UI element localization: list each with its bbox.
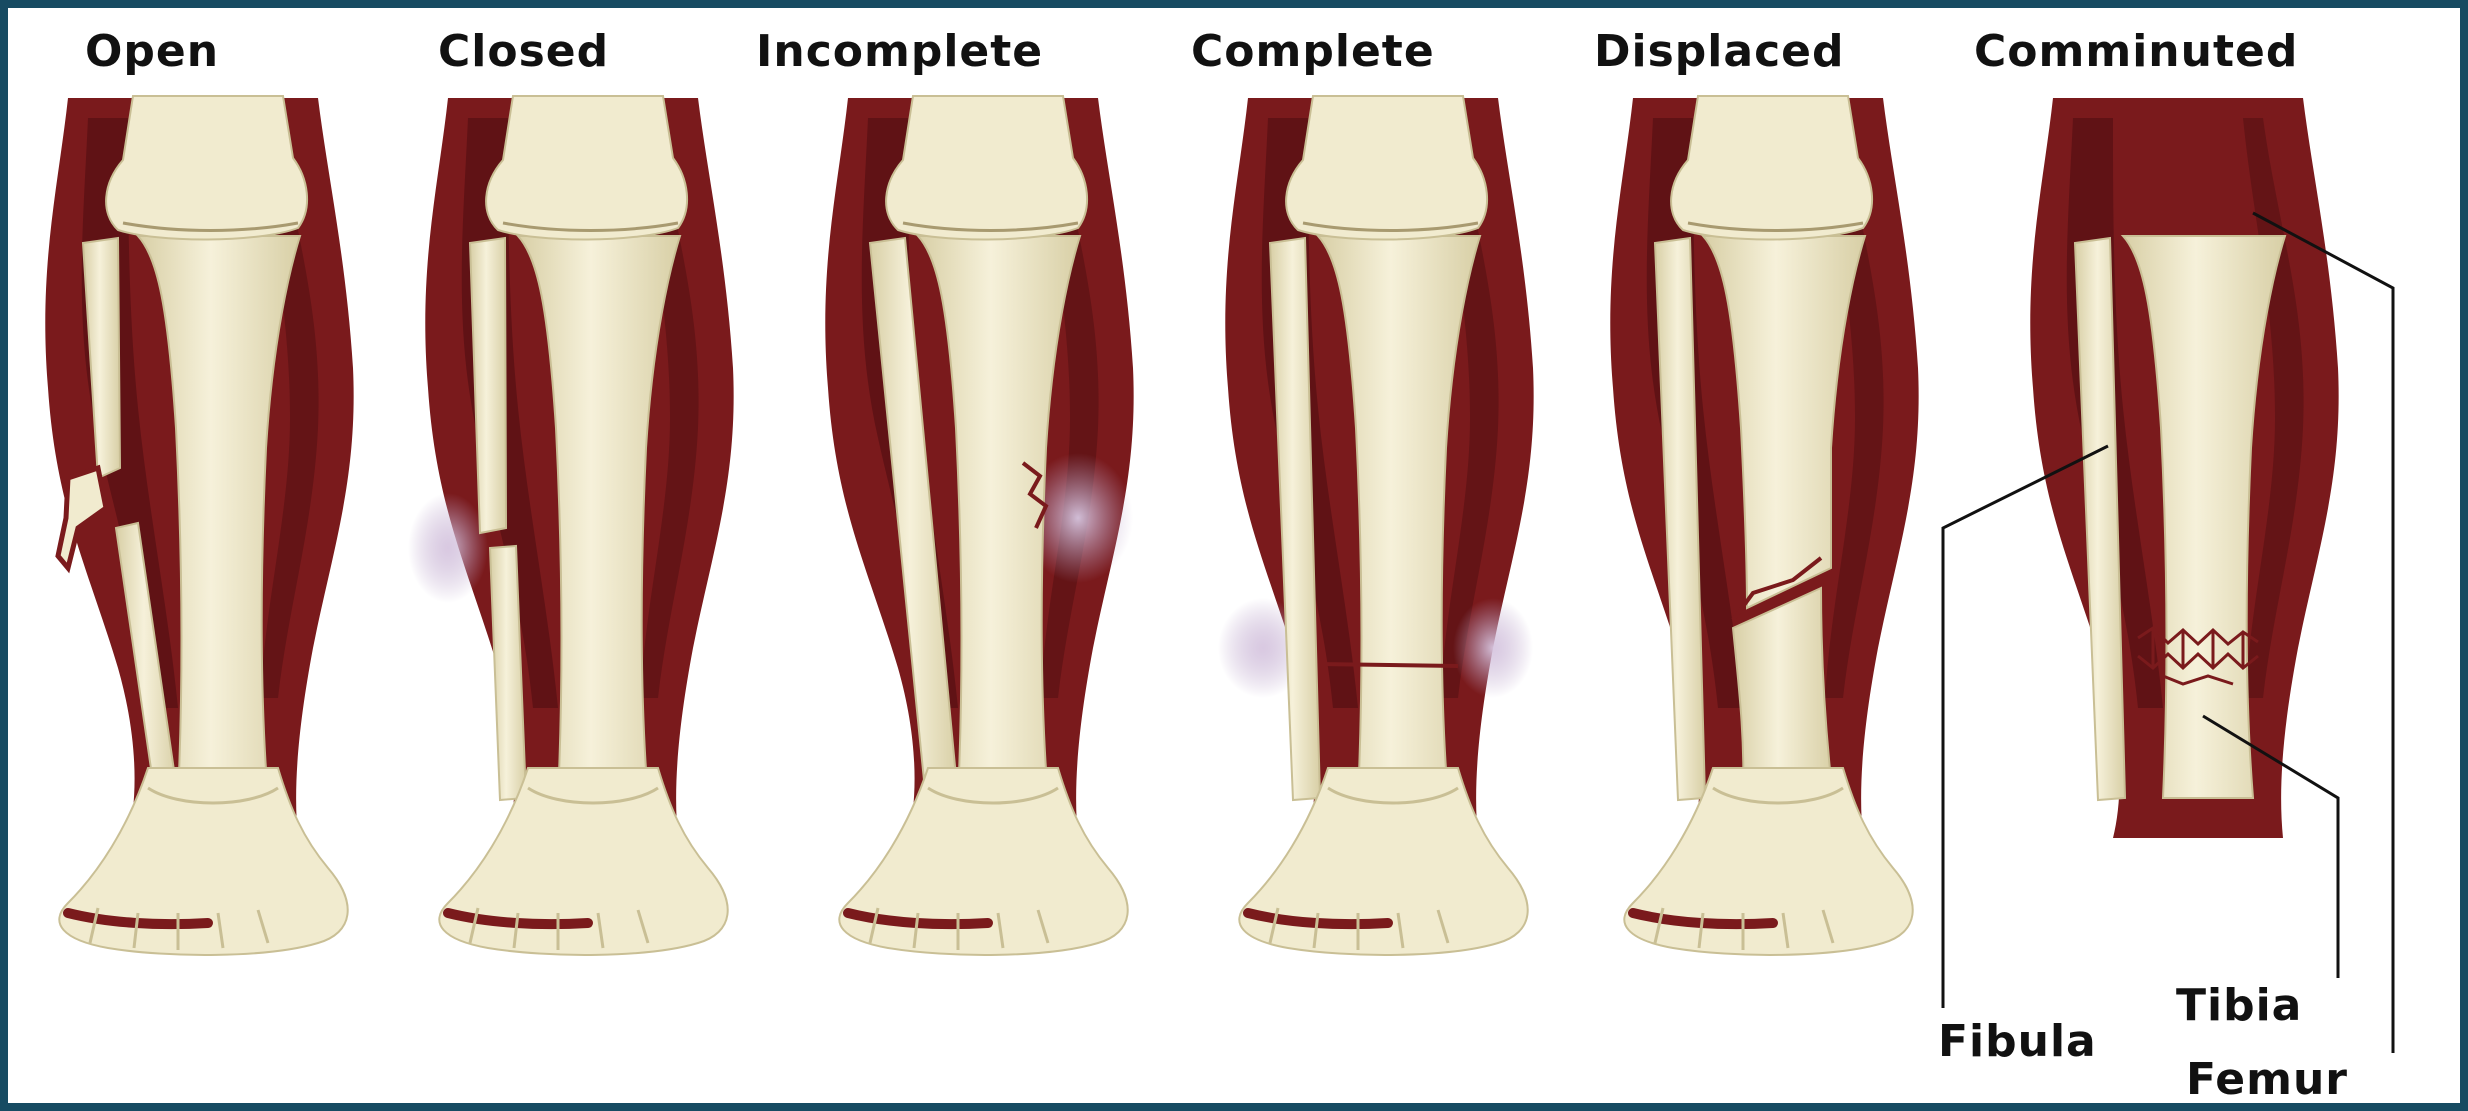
leg-complete <box>1218 96 1534 955</box>
label-fibula: Fibula <box>1938 1020 2097 1064</box>
fracture-diagram: Open Closed Incomplete Complete Displace… <box>8 8 2460 1103</box>
leg-closed <box>408 96 734 955</box>
label-femur: Femur <box>2186 1058 2348 1102</box>
leg-comminuted <box>2030 98 2338 838</box>
label-tibia: Tibia <box>2176 984 2302 1028</box>
leg-incomplete <box>825 96 1133 955</box>
leg-displaced <box>1610 96 1918 955</box>
leg-open <box>45 96 353 955</box>
legs-illustration <box>8 8 2460 1103</box>
